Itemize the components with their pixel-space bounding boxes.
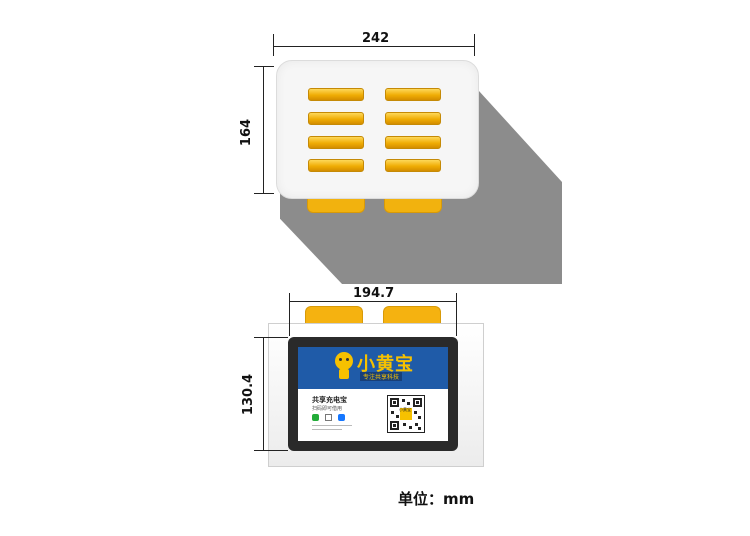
slot <box>308 136 364 149</box>
front-view-tab-left <box>305 306 363 325</box>
brand-name: 小黄宝 <box>357 354 414 375</box>
slot <box>308 159 364 172</box>
top-view-tab-left <box>307 196 365 213</box>
dimension-tick <box>254 450 288 451</box>
top-view-tab-right <box>384 196 442 213</box>
mascot-body <box>339 369 349 379</box>
slot <box>308 112 364 125</box>
slot <box>385 88 441 101</box>
wechat-icon <box>312 414 319 421</box>
qr-label: 小黄宝 <box>399 407 411 412</box>
dimension-label-top-height: 164 <box>239 118 255 147</box>
phone-icon <box>325 414 332 421</box>
panel-fine-print <box>312 429 342 430</box>
brand-slogan: 专注共享科技 <box>360 372 403 381</box>
slot <box>385 159 441 172</box>
front-view-tab-right <box>383 306 441 325</box>
dimension-tick <box>273 34 274 56</box>
slot <box>385 136 441 149</box>
dimension-label-front-width: 194.7 <box>353 286 395 301</box>
slot <box>385 112 441 125</box>
alipay-icon <box>338 414 345 421</box>
unit-label: 单位：mm <box>398 490 475 508</box>
dimension-tick <box>254 66 274 67</box>
panel-title: 共享充电宝 <box>312 396 347 404</box>
dimension-tick <box>456 293 457 336</box>
dimension-line-front-width <box>289 301 457 302</box>
dimension-tick <box>254 193 274 194</box>
top-view-device <box>276 60 479 199</box>
dimension-tick <box>254 337 288 338</box>
qr-code <box>387 395 425 433</box>
dimension-tick <box>289 293 290 336</box>
dimension-label-front-height: 130.4 <box>241 373 257 416</box>
screen-brand-banner <box>298 347 448 389</box>
dimension-line-top-height <box>263 66 264 194</box>
dimension-tick <box>474 34 475 56</box>
dimension-line-top-width <box>273 46 475 47</box>
dimension-line-front-height <box>263 337 264 450</box>
panel-subtitle: 扫码即可借用 <box>312 406 343 412</box>
panel-fine-print <box>312 425 352 426</box>
dimension-label-top-width: 242 <box>362 31 390 46</box>
slot <box>308 88 364 101</box>
mascot-icon <box>335 352 353 370</box>
